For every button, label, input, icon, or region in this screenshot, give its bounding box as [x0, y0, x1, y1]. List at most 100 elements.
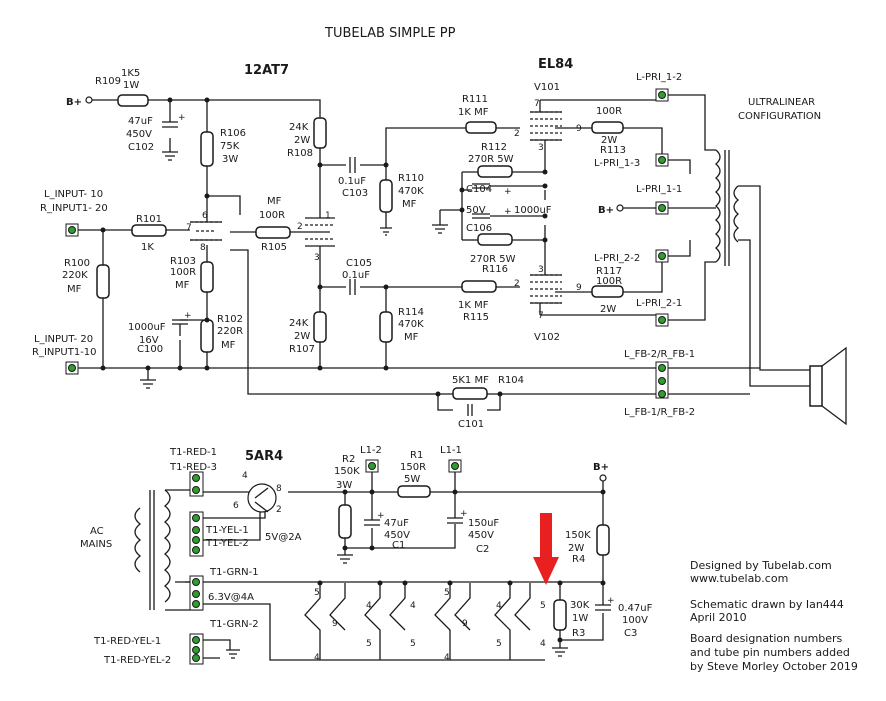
capacitor-c105	[349, 279, 356, 295]
r113-value: 100R	[596, 106, 622, 117]
svg-text:2: 2	[297, 222, 303, 232]
resistor-r102	[200, 319, 214, 353]
capacitor-c103	[349, 157, 356, 173]
input1-label-r: R_INPUT1- 20	[40, 203, 108, 214]
r101-value: 1K	[141, 242, 154, 253]
highlight-arrow-icon	[533, 513, 559, 585]
heater-label: 6.3V@4A	[208, 592, 254, 603]
lpri12-label: L-PRI_1-2	[636, 72, 682, 83]
schematic-title: TUBELAB SIMPLE PP	[324, 26, 456, 41]
svg-text:3: 3	[538, 265, 544, 275]
r102-value: 220R	[217, 326, 243, 337]
resistor-r107	[313, 311, 327, 343]
credit-added-2: and tube pin numbers added	[690, 646, 850, 659]
r102-mf: MF	[221, 340, 236, 351]
mains-label-1: AC	[90, 526, 104, 537]
credit-designed: Designed by Tubelab.com	[690, 559, 832, 572]
tube-label-el84: EL84	[538, 57, 573, 72]
svg-text:9: 9	[462, 619, 468, 629]
resistor-r109	[117, 94, 149, 107]
r100-mf: MF	[67, 284, 82, 295]
r104-ref: R104	[498, 375, 524, 386]
c105-value: 0.1uF	[342, 270, 370, 281]
svg-text:5: 5	[540, 601, 546, 611]
r4-power: 2W	[568, 543, 584, 554]
svg-text:2: 2	[276, 505, 282, 515]
r107-power: 2W	[294, 331, 310, 342]
grounds-upper	[140, 151, 448, 389]
svg-text:4: 4	[540, 639, 546, 649]
r111-ref: R111	[462, 94, 488, 105]
r114-ref: R114	[398, 307, 424, 318]
t1ry1-label: T1-RED-YEL-1	[93, 636, 161, 647]
credit-added-3: by Steve Morley October 2019	[690, 660, 858, 673]
tube-5ar4	[247, 483, 277, 513]
svg-text:4: 4	[366, 601, 372, 611]
svg-text:5: 5	[366, 639, 372, 649]
output-transformer	[715, 149, 739, 266]
resistor-r105	[255, 226, 291, 239]
r116-ref: R116	[482, 264, 508, 275]
capacitor-c3	[595, 604, 611, 611]
r117-ref: R117	[596, 266, 622, 277]
r112-ref: R112	[481, 142, 507, 153]
svg-text:+: +	[377, 511, 385, 521]
t1ry2-label: T1-RED-YEL-2	[103, 655, 171, 666]
svg-text:9: 9	[576, 124, 582, 134]
bplus-terminal-2	[616, 204, 624, 212]
r105-value: 100R	[259, 210, 285, 221]
resistor-r104	[452, 387, 488, 400]
c3-voltage: 100V	[622, 615, 648, 626]
r115-value: 1K MF	[458, 300, 489, 311]
t1red3-label: T1-RED-3	[169, 462, 217, 473]
c2-value: 150uF	[468, 518, 499, 529]
capacitor-c106	[472, 213, 545, 219]
r106-power: 3W	[222, 154, 238, 165]
r101-ref: R101	[136, 214, 162, 225]
r103-value: 100R	[170, 267, 196, 278]
junction-dots	[100, 97, 606, 643]
svg-text:+: +	[184, 311, 192, 321]
svg-text:5: 5	[496, 639, 502, 649]
resistor-r115	[461, 280, 497, 293]
input2-label-l: L_INPUT- 20	[34, 334, 93, 345]
c3-value: 0.47uF	[618, 603, 653, 614]
resistor-r3	[553, 599, 567, 631]
capacitor-c1	[364, 519, 380, 526]
resistor-r106	[200, 131, 214, 167]
r3-power: 1W	[572, 613, 588, 624]
r3-value: 30K	[570, 600, 590, 611]
bplus-terminal-1	[85, 96, 93, 104]
tube-label-v101: V101	[534, 82, 560, 93]
fb2-label: L_FB-2/R_FB-1	[624, 349, 695, 360]
resistor-r2	[338, 504, 352, 539]
svg-text:9: 9	[576, 283, 582, 293]
connector-pads	[65, 88, 669, 665]
bplus-label-3: B+	[593, 462, 609, 473]
r108-value: 24K	[289, 122, 309, 133]
r2-ref: R2	[342, 454, 355, 465]
svg-text:+: +	[178, 113, 186, 123]
r4-value: 150K	[565, 530, 591, 541]
tube-el84-v101	[530, 100, 562, 147]
svg-text:1: 1	[325, 211, 331, 221]
r111-value: 1K MF	[458, 107, 489, 118]
r110-ref: R110	[398, 173, 424, 184]
r100-value: 220K	[62, 270, 88, 281]
r115-ref: R115	[463, 312, 489, 323]
wires-upper	[72, 94, 810, 411]
resistor-r103	[200, 261, 214, 293]
mains-label-2: MAINS	[80, 539, 112, 550]
t1yel1-label: T1-YEL-1	[205, 525, 249, 536]
r104-value: 5K1 MF	[452, 375, 489, 386]
svg-text:4: 4	[444, 653, 450, 663]
svg-text:2: 2	[514, 129, 520, 139]
svg-text:7: 7	[534, 99, 540, 109]
c100-value: 1000uF	[128, 322, 166, 333]
r103-mf: MF	[175, 280, 190, 291]
resistor-r117	[591, 285, 624, 298]
r109-power: 1W	[123, 80, 139, 91]
c104-value: 1000uF	[514, 205, 552, 216]
l12-label: L1-2	[360, 445, 382, 456]
resistor-r110	[379, 179, 393, 213]
